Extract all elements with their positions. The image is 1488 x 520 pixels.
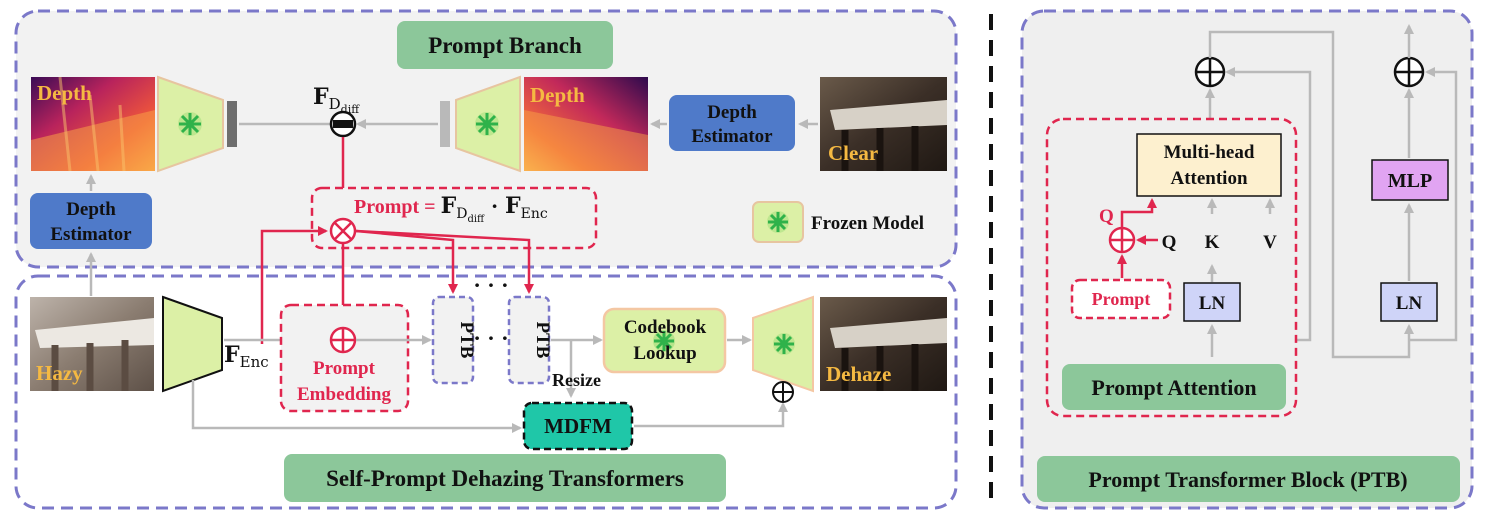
prompt-branch-title-box bbox=[397, 21, 613, 69]
frozen-decoder bbox=[752, 295, 814, 393]
snowflake-icon bbox=[767, 211, 789, 233]
arrow-plus-to-mha bbox=[1120, 198, 1157, 228]
feature-bar-left bbox=[227, 101, 237, 147]
red-path-encoder-to-multiply bbox=[260, 226, 328, 344]
mlp-box bbox=[1371, 159, 1449, 201]
prompt-embedding-box bbox=[279, 303, 410, 413]
resize-label: Resize bbox=[552, 370, 601, 390]
frozen-depth-decoder-right bbox=[455, 75, 521, 173]
ln-box-2 bbox=[1380, 282, 1438, 322]
multiply-operator bbox=[329, 217, 357, 245]
mlp-label: MLP bbox=[1388, 170, 1432, 192]
depth-estimator-top-line2: Estimator bbox=[691, 126, 773, 147]
multi-head-attention-box bbox=[1136, 133, 1282, 197]
ptb-block-2 bbox=[507, 295, 551, 385]
mha-line1: Multi-head bbox=[1164, 142, 1255, 163]
ptb-skip-path-2 bbox=[1409, 67, 1458, 342]
hazy-label: Hazy bbox=[36, 361, 83, 385]
ln-2-label: LN bbox=[1396, 293, 1423, 314]
arrow-encoder-to-mdfm bbox=[191, 380, 522, 433]
depth-image-left: Depth bbox=[31, 76, 155, 172]
k-label: K bbox=[1205, 232, 1220, 253]
snowflake-icon bbox=[178, 112, 202, 136]
dehazing-title: Self-Prompt Dehazing Transformers bbox=[326, 466, 684, 491]
frozen-model-label: Frozen Model bbox=[811, 213, 924, 234]
depth-estimator-top bbox=[669, 95, 795, 151]
prompt-equation: Prompt = FDdiff · FEnc bbox=[354, 193, 548, 225]
ptb-title-box bbox=[1037, 456, 1460, 502]
f-enc-label: FEnc bbox=[224, 342, 269, 371]
mdfm-box bbox=[522, 401, 634, 451]
dehazing-title-box bbox=[284, 454, 726, 502]
hazy-image: Hazy bbox=[30, 297, 154, 391]
v-label: V bbox=[1263, 232, 1277, 253]
ptb-title: Prompt Transformer Block (PTB) bbox=[1088, 467, 1407, 492]
encoder bbox=[162, 295, 223, 393]
dots-mid: · · · bbox=[474, 326, 509, 350]
prompt-attention-title: Prompt Attention bbox=[1091, 375, 1256, 400]
prompt-branch-title: Prompt Branch bbox=[428, 33, 582, 58]
dehaze-label: Dehaze bbox=[826, 362, 891, 386]
prompt-embedding-line1: Prompt bbox=[313, 358, 376, 379]
arrow-multiply-to-ptb2 bbox=[355, 229, 534, 294]
ptb-connection-path bbox=[1208, 30, 1411, 359]
codebook-line1: Codebook bbox=[624, 317, 707, 338]
snowflake-icon bbox=[475, 112, 499, 136]
prompt-label: Prompt bbox=[1092, 289, 1151, 309]
arrow-mdfm-to-plus bbox=[634, 402, 788, 428]
add-operator-prompt bbox=[1108, 226, 1136, 254]
ln-1-label: LN bbox=[1199, 293, 1226, 314]
q-red-label: Q bbox=[1099, 206, 1114, 227]
feature-bar-right bbox=[440, 101, 450, 147]
prompt-box bbox=[1070, 278, 1172, 320]
ptb-block-1 bbox=[431, 295, 475, 385]
subtract-operator bbox=[329, 110, 357, 138]
ptb-1-label: PTB bbox=[456, 322, 477, 359]
clear-label: Clear bbox=[828, 141, 878, 165]
depth-estimator-top-line1: Depth bbox=[707, 102, 757, 123]
f-d-diff-label: FDdiff bbox=[313, 84, 360, 116]
depth-image-right: Depth bbox=[524, 77, 648, 171]
dehaze-image: Dehaze bbox=[820, 297, 947, 391]
depth-estimator-left bbox=[30, 193, 152, 249]
ln-box-1 bbox=[1183, 282, 1241, 322]
dots-top: · · · bbox=[474, 273, 509, 297]
depth-estimator-left-line1: Depth bbox=[66, 199, 116, 220]
mdfm-label: MDFM bbox=[544, 414, 612, 438]
ptb-2-label: PTB bbox=[532, 322, 553, 359]
frozen-model-legend: Frozen Model bbox=[752, 201, 924, 243]
frozen-depth-decoder-left bbox=[157, 75, 224, 173]
clear-image: Clear bbox=[820, 77, 947, 171]
depth-label-left: Depth bbox=[37, 81, 92, 105]
snowflake-icon bbox=[773, 333, 795, 355]
depth-label-right: Depth bbox=[530, 83, 585, 107]
mha-line2: Attention bbox=[1170, 168, 1247, 189]
q-label: Q bbox=[1162, 232, 1177, 253]
snowflake-icon bbox=[653, 330, 675, 352]
depth-estimator-left-line2: Estimator bbox=[50, 224, 132, 245]
add-operator-top-1 bbox=[1194, 56, 1226, 88]
codebook-line2: Lookup bbox=[633, 343, 696, 364]
add-operator-decoder bbox=[772, 381, 794, 403]
prompt-embedding-line2: Embedding bbox=[297, 384, 391, 405]
add-operator-embedding bbox=[329, 326, 357, 354]
add-operator-top-2 bbox=[1393, 56, 1425, 88]
arrow-multiply-to-ptb1 bbox=[355, 229, 458, 294]
prompt-attention-title-box bbox=[1062, 364, 1286, 410]
